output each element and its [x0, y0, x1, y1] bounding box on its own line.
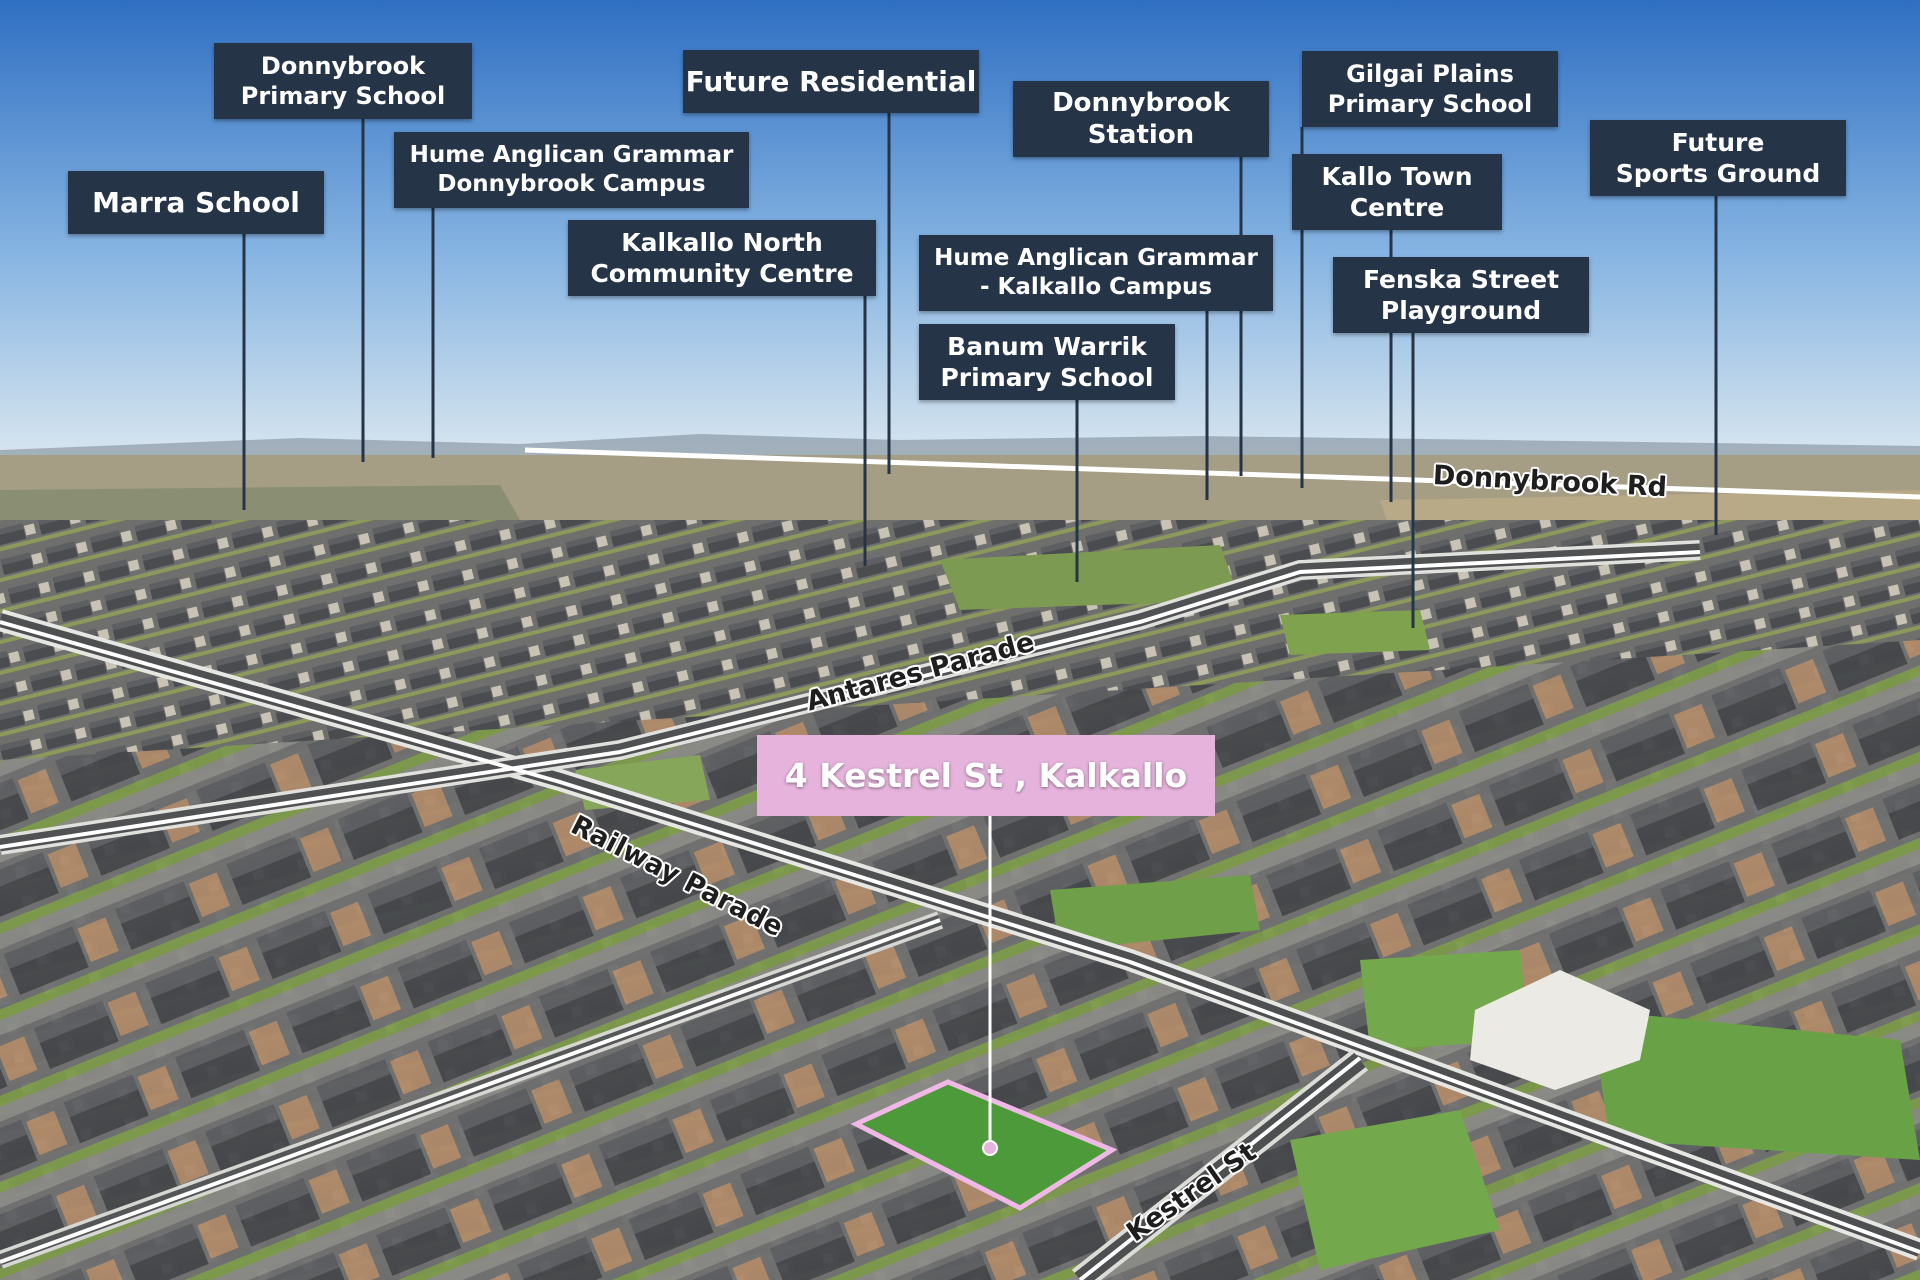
label-fenska-street: Fenska Street Playground — [1333, 257, 1589, 333]
label-marra-school: Marra School — [68, 171, 324, 234]
label-text: Donnybrook — [260, 52, 426, 80]
label-text: Primary School — [1327, 90, 1533, 118]
label-text: Kallo Town — [1321, 161, 1473, 191]
label-text: Playground — [1380, 296, 1542, 325]
label-text: Hume Anglican Grammar — [934, 245, 1258, 272]
label-text: Primary School — [940, 363, 1154, 392]
label-future-sports-ground: Future Sports Ground — [1590, 120, 1846, 196]
label-text: Future — [1671, 127, 1765, 157]
label-text: Donnybrook Campus — [437, 171, 706, 197]
label-text: Community Centre — [590, 259, 854, 288]
label-text: Station — [1087, 120, 1195, 150]
label-text: Future Residential — [685, 65, 977, 98]
label-text: Fenska Street — [1362, 264, 1560, 294]
label-kallo-town-centre: Kallo Town Centre — [1292, 154, 1502, 230]
label-text: Centre — [1349, 193, 1445, 222]
label-hume-kalkallo: Hume Anglican Grammar - Kalkallo Campus — [919, 235, 1273, 311]
label-text: Gilgai Plains — [1346, 60, 1514, 88]
label-text: - Kalkallo Campus — [979, 274, 1213, 300]
property-address-label: 4 Kestrel St , Kalkallo — [757, 735, 1215, 816]
label-gilgai-plains: Gilgai Plains Primary School — [1302, 51, 1558, 127]
label-text: Sports Ground — [1615, 159, 1821, 188]
label-hume-donnybrook: Hume Anglican Grammar Donnybrook Campus — [394, 132, 749, 208]
label-donnybrook-primary-school: Donnybrook Primary School — [214, 43, 472, 119]
label-text: Primary School — [240, 82, 446, 110]
label-banum-warrik: Banum Warrik Primary School — [919, 324, 1175, 400]
label-kalkallo-north: Kalkallo North Community Centre — [568, 220, 876, 296]
label-future-residential: Future Residential — [683, 50, 979, 113]
label-text: Hume Anglican Grammar — [409, 142, 734, 169]
label-text: Donnybrook — [1052, 87, 1230, 118]
label-text: Banum Warrik — [947, 331, 1147, 361]
label-text: Marra School — [92, 186, 300, 219]
label-donnybrook-station: Donnybrook Station — [1013, 81, 1269, 157]
label-text: Kalkallo North — [621, 227, 823, 257]
